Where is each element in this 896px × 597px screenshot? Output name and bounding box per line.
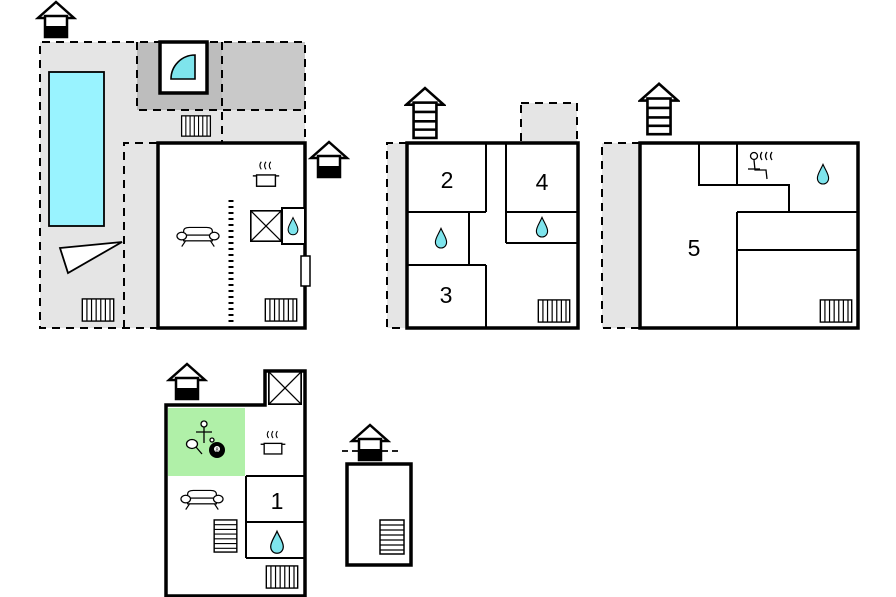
- building-wall: [405, 141, 580, 330]
- window-icon: [300, 255, 311, 287]
- terrace-outline: [601, 142, 640, 329]
- skylight-area: [222, 42, 305, 110]
- game-area: [168, 408, 245, 476]
- room-label: 4: [536, 169, 549, 195]
- house-level-icon: [342, 423, 398, 462]
- plan-annex: [342, 423, 413, 567]
- room-label: 1: [271, 488, 284, 514]
- outdoor-shower: [158, 40, 209, 95]
- room-label: 3: [440, 282, 453, 308]
- sauna-icon: [748, 151, 773, 180]
- plan-ground-floor: [36, 0, 349, 330]
- plan-basement: 8 1: [164, 362, 307, 597]
- radiator-icon: [81, 298, 115, 322]
- house-level-icon: [36, 0, 76, 39]
- stairs: [379, 519, 405, 555]
- billiard-ball-icon: 8: [209, 442, 225, 458]
- terrace-area: [40, 42, 305, 328]
- room-label: 5: [688, 235, 701, 261]
- terrace-outline: [39, 41, 306, 329]
- house-level-icon: [167, 362, 207, 401]
- radiator-icon: [180, 115, 212, 137]
- plan-first-floor: 2 4 3: [386, 86, 580, 330]
- stairs: [213, 519, 238, 553]
- shower-icon: [170, 54, 196, 80]
- terrace-area: [387, 143, 407, 328]
- radiator-icon: [264, 298, 298, 322]
- roof-area: [520, 102, 578, 144]
- sunbed: [58, 241, 123, 275]
- radiator-icon: [819, 299, 853, 323]
- room-label: 2: [441, 167, 454, 193]
- terrace-area: [602, 143, 640, 328]
- plan-second-floor: 5: [601, 82, 860, 330]
- table-tennis-icon: [185, 420, 215, 455]
- radiator-icon: [265, 565, 299, 589]
- house-level-icon: [404, 86, 446, 140]
- shower-icon: [250, 209, 282, 243]
- house-level-icon: [638, 82, 680, 136]
- house-level-icon: [309, 140, 349, 179]
- radiator-icon: [537, 299, 571, 323]
- pool: [48, 71, 105, 227]
- shower-icon: [267, 371, 303, 405]
- terrace-step-outline: [123, 142, 158, 328]
- billiard-ball-number: 8: [215, 448, 218, 454]
- terrace-outline: [386, 142, 407, 329]
